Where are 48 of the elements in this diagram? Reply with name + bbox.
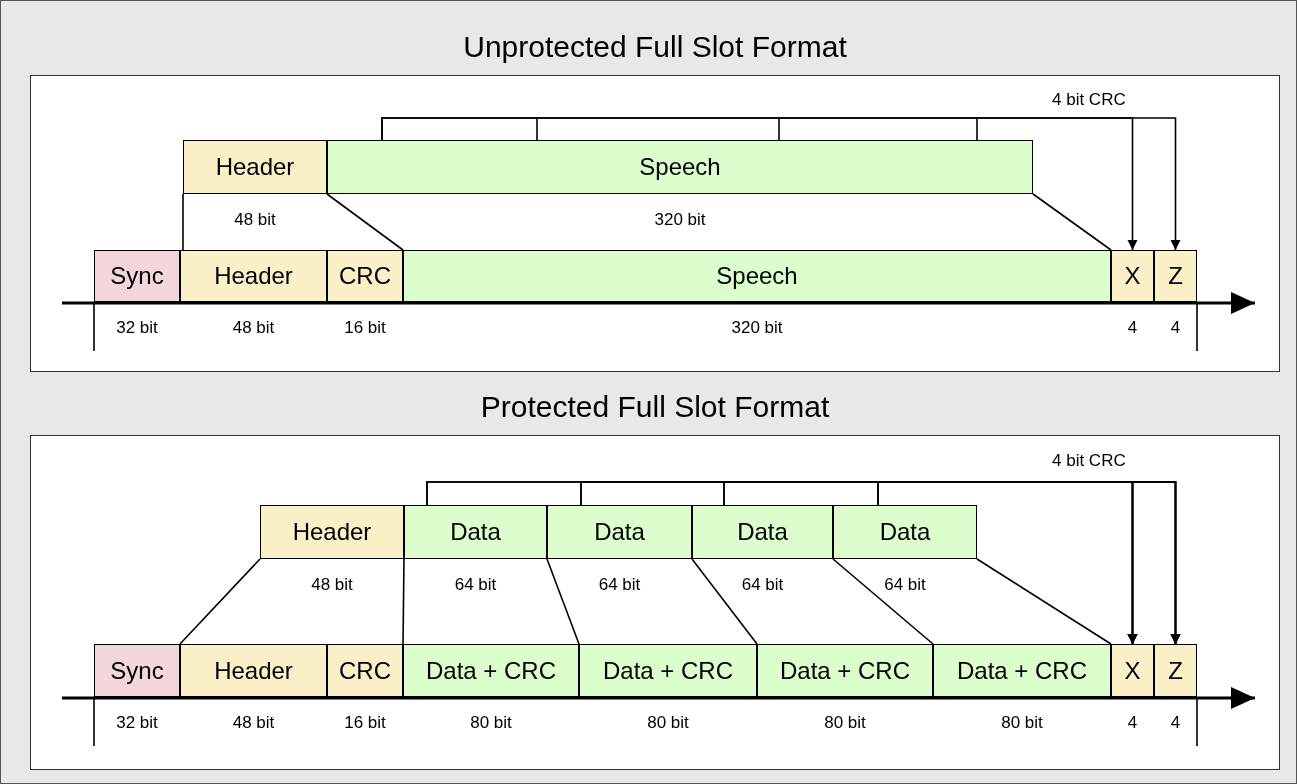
- bit-length: 320 bit: [730, 318, 784, 338]
- bit-length: 80 bit: [1000, 713, 1044, 733]
- bit-length: 16 bit: [343, 318, 387, 338]
- bit-length: 48 bit: [231, 713, 276, 733]
- bit-field: Data: [833, 505, 977, 559]
- bit-length: 16 bit: [343, 713, 387, 733]
- annotation-label: 4 bit CRC: [1052, 451, 1126, 471]
- bit-length: 80 bit: [823, 713, 867, 733]
- bit-field: Header: [180, 250, 327, 302]
- bit-field: Data + CRC: [403, 644, 579, 697]
- bit-field: Speech: [403, 250, 1111, 302]
- bit-length: 64 bit: [740, 575, 785, 595]
- bit-length: 80 bit: [469, 713, 513, 733]
- bit-field: Header: [260, 505, 404, 559]
- bit-length: 4: [1126, 713, 1139, 733]
- bit-length: 4: [1126, 318, 1139, 338]
- bit-length: 64 bit: [453, 575, 498, 595]
- bit-field: Data: [692, 505, 833, 559]
- bit-field: CRC: [327, 250, 403, 302]
- bit-length: 48 bit: [231, 318, 276, 338]
- bit-field: Header: [180, 644, 327, 697]
- bit-field: Sync: [94, 644, 180, 697]
- bit-field: Data + CRC: [757, 644, 933, 697]
- bit-field: Header: [183, 140, 327, 194]
- bit-field: Data + CRC: [933, 644, 1111, 697]
- bit-field: Speech: [327, 140, 1033, 194]
- bit-length: 48 bit: [310, 575, 354, 595]
- bit-field: X: [1111, 250, 1154, 302]
- bit-field: Data + CRC: [579, 644, 757, 697]
- panel-heading: Unprotected Full Slot Format: [462, 30, 848, 65]
- bit-length: 48 bit: [233, 210, 277, 230]
- bit-field: Data: [547, 505, 692, 559]
- bit-field: CRC: [327, 644, 403, 697]
- annotation-label: 4 bit CRC: [1052, 90, 1126, 110]
- panel-heading: Protected Full Slot Format: [479, 390, 831, 425]
- bit-length: 320 bit: [653, 210, 707, 230]
- bit-length: 64 bit: [883, 575, 927, 595]
- bit-field: Z: [1154, 250, 1197, 302]
- bit-field: Data: [404, 505, 547, 559]
- bit-length: 4: [1169, 318, 1182, 338]
- bit-length: 64 bit: [597, 575, 642, 595]
- bit-field: Sync: [94, 250, 180, 302]
- bit-length: 32 bit: [115, 318, 159, 338]
- bit-length: 80 bit: [646, 713, 690, 733]
- bit-field: X: [1111, 644, 1154, 697]
- bit-length: 4: [1169, 713, 1182, 733]
- bit-length: 32 bit: [115, 713, 159, 733]
- bit-field: Z: [1154, 644, 1197, 697]
